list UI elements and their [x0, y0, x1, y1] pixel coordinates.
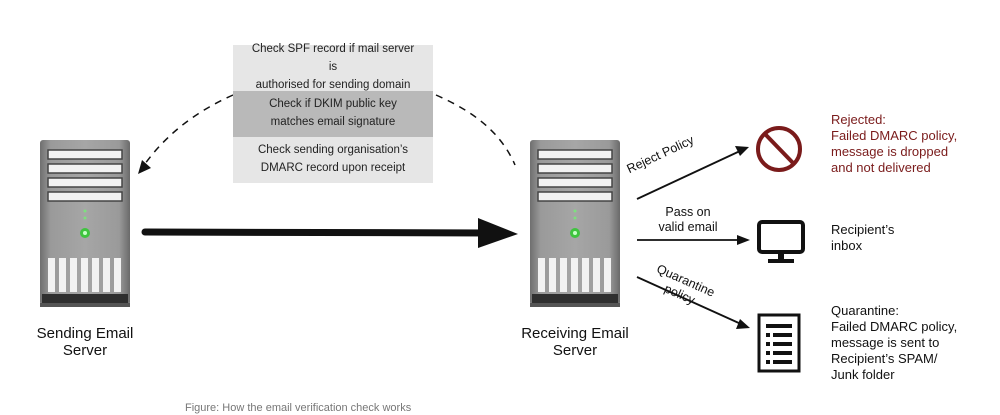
- check-dkim-box: Check if DKIM public key matches email si…: [233, 91, 433, 137]
- check-dkim-line1: Check if DKIM public key: [269, 98, 397, 111]
- receiving-server-label-line2: Server: [552, 342, 598, 359]
- prohibited-icon: [756, 126, 802, 172]
- quarantine-outcome-line3: message is sent to: [831, 335, 940, 350]
- sending-server-icon: [39, 139, 131, 308]
- quarantine-outcome-line2: Failed DMARC policy,: [831, 319, 958, 334]
- check-dkim-line2: matches email signature: [270, 116, 396, 128]
- pass-label-line1: Pass on: [665, 205, 711, 219]
- document-icon: [757, 313, 801, 373]
- check-dmarc-line1: Check sending organisation’s: [257, 144, 409, 157]
- pass-label: Pass on valid email: [652, 205, 724, 235]
- monitor-icon: [757, 220, 805, 263]
- pass-arrowhead: [737, 235, 750, 245]
- check-spf-line2: authorised for sending domain: [255, 78, 411, 91]
- sending-server-label-line1: Sending Email: [36, 325, 134, 342]
- quarantine-outcome-line4: Recipient’s SPAM/: [831, 351, 938, 366]
- quarantine-outcome-text: Quarantine: Failed DMARC policy, message…: [831, 303, 957, 383]
- inbox-outcome-line1: Recipient’s: [831, 222, 895, 237]
- rejected-outcome-line4: and not delivered: [831, 160, 931, 175]
- sending-server-label-line2: Server: [62, 342, 108, 359]
- quarantine-outcome-line1: Quarantine:: [831, 303, 899, 318]
- check-dmarc-line2: DMARC record upon receipt: [260, 162, 406, 174]
- inbox-outcome-line2: inbox: [831, 238, 863, 253]
- rejected-outcome-line3: message is dropped: [831, 144, 949, 159]
- sending-server-label: Sending Email Server: [10, 325, 160, 359]
- verification-dashed-right: [435, 94, 516, 166]
- quarantine-arrow: [636, 276, 742, 325]
- email-transfer-arrowhead: [478, 218, 518, 248]
- reject-arrowhead: [735, 146, 749, 156]
- check-spf-box: Check SPF record if mail server is author…: [233, 43, 433, 91]
- receiving-server-label-line1: Receiving Email: [521, 325, 629, 342]
- quarantine-arrowhead: [736, 319, 750, 329]
- rejected-outcome-line2: Failed DMARC policy,: [831, 128, 958, 143]
- reject-arrow: [636, 150, 741, 200]
- receiving-server-icon: [529, 139, 621, 308]
- verification-dashed-left: [141, 94, 234, 169]
- inbox-outcome-text: Recipient’s inbox: [831, 222, 894, 254]
- rejected-outcome-line1: Rejected:: [831, 112, 886, 127]
- quarantine-outcome-line5: Junk folder: [831, 367, 895, 382]
- pass-label-line2: valid email: [658, 220, 718, 234]
- receiving-server-label: Receiving Email Server: [500, 325, 650, 359]
- figure-caption: Figure: How the email verification check…: [185, 402, 412, 414]
- rejected-outcome-text: Rejected: Failed DMARC policy, message i…: [831, 112, 957, 176]
- verification-dashed-left-head: [138, 160, 151, 174]
- check-spf-line1: Check SPF record if mail server is: [251, 43, 415, 74]
- email-transfer-arrow: [141, 228, 494, 237]
